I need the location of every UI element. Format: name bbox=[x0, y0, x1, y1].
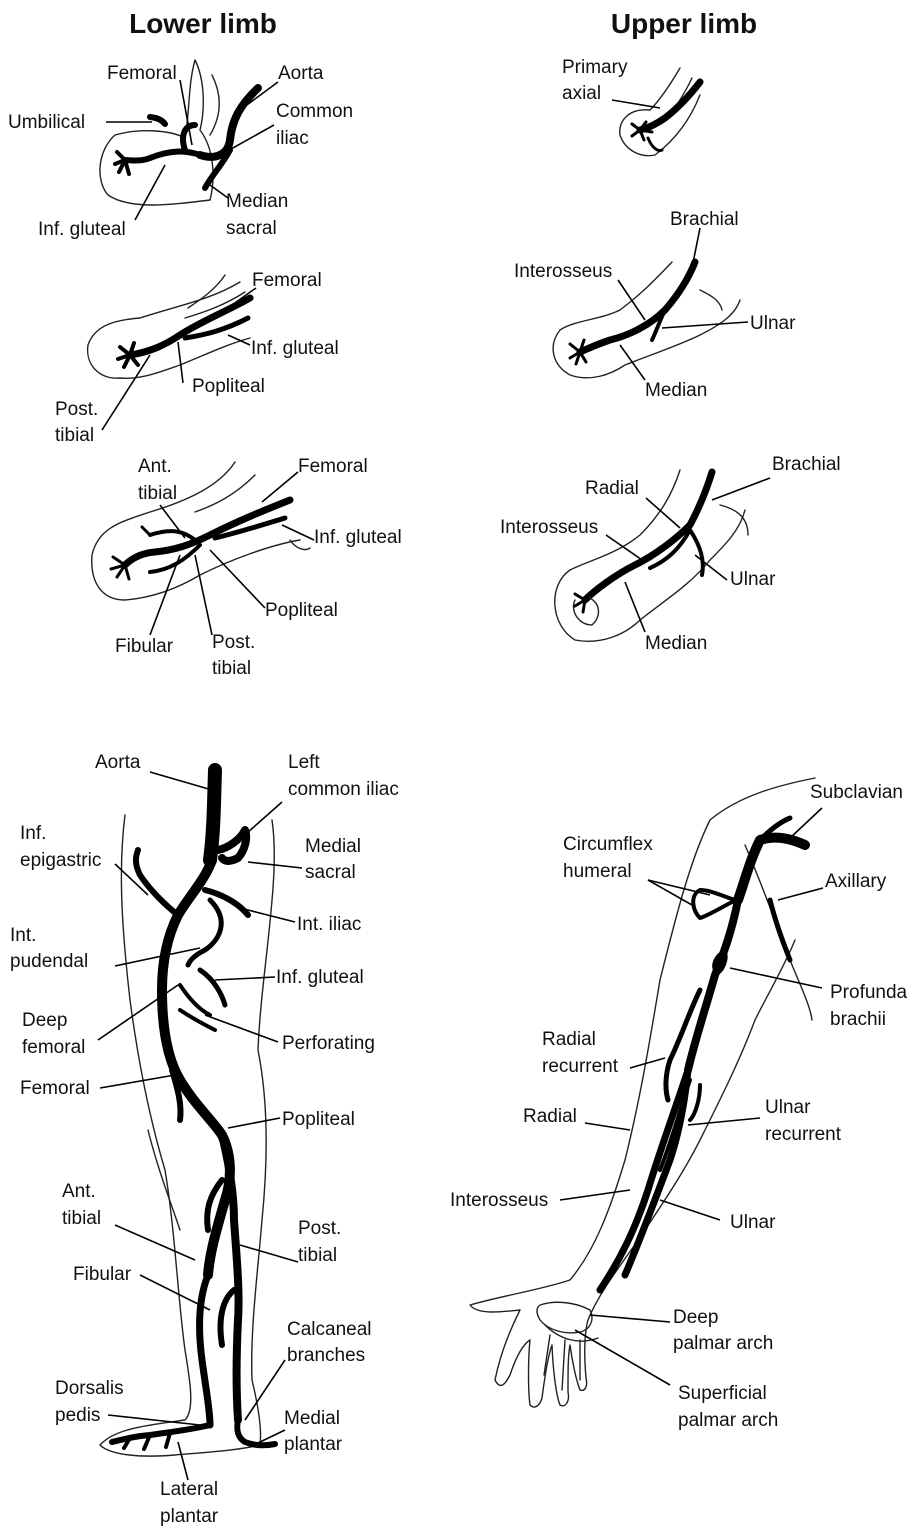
upper-s1-primary-axial-label-1: Primary bbox=[562, 57, 628, 78]
upper-adult-deep-palmar-arch-label-2: palmar arch bbox=[673, 1333, 773, 1354]
lower-s3-post-tibial-label-1: Post. bbox=[212, 632, 255, 653]
lower-s1-median-sacral-label-1: Median bbox=[226, 191, 288, 212]
upper-adult-ulnar-label: Ulnar bbox=[730, 1212, 776, 1233]
upper-adult-ulnar-recurrent-label-2: recurrent bbox=[765, 1124, 842, 1145]
lower-s3-fibular-label: Fibular bbox=[115, 636, 174, 657]
upper-stage-2-leaders bbox=[618, 228, 748, 380]
lower-s3-inf-gluteal-label: Inf. gluteal bbox=[314, 527, 402, 548]
upper-limb-stage-3-drawing bbox=[555, 470, 748, 641]
upper-adult-subclavian-label: Subclavian bbox=[810, 782, 903, 803]
lower-s2-post-tibial-label-1: Post. bbox=[55, 399, 98, 420]
lower-adult-post-tibial-label-1: Post. bbox=[298, 1218, 341, 1239]
lower-adult-perforating-label: Perforating bbox=[282, 1033, 375, 1054]
upper-adult-deep-palmar-arch-label-1: Deep bbox=[673, 1307, 718, 1328]
lower-adult-medial-plantar-label-2: plantar bbox=[284, 1434, 343, 1455]
lower-s3-post-tibial-label-2: tibial bbox=[212, 658, 251, 679]
lower-adult-popliteal-label: Popliteal bbox=[282, 1109, 355, 1130]
lower-s3-ant-tibial-label-1: Ant. bbox=[138, 456, 172, 477]
lower-adult-post-tibial-label-2: tibial bbox=[298, 1245, 337, 1266]
upper-adult-circumflex-humeral-label-2: humeral bbox=[563, 861, 632, 882]
lower-s3-ant-tibial-label-2: tibial bbox=[138, 483, 177, 504]
lower-adult-left-common-iliac-label-1: Left bbox=[288, 752, 320, 773]
upper-s3-ulnar-label: Ulnar bbox=[730, 569, 776, 590]
upper-s2-ulnar-label: Ulnar bbox=[750, 313, 796, 334]
lower-s1-common-iliac-label-1: Common bbox=[276, 101, 353, 122]
lower-adult-int-pudendal-label-2: pudendal bbox=[10, 951, 88, 972]
upper-adult-interosseus-label: Interosseus bbox=[450, 1190, 548, 1211]
upper-limb-title: Upper limb bbox=[611, 8, 757, 39]
lower-adult-calcaneal-branches-label-1: Calcaneal bbox=[287, 1319, 372, 1340]
upper-adult-radial-recurrent-label-1: Radial bbox=[542, 1029, 596, 1050]
lower-adult-dorsalis-pedis-label-2: pedis bbox=[55, 1405, 100, 1426]
lower-adult-ant-tibial-label-1: Ant. bbox=[62, 1181, 96, 1202]
lower-adult-lateral-plantar-label-1: Lateral bbox=[160, 1479, 218, 1500]
upper-s3-median-label: Median bbox=[645, 633, 707, 654]
lower-adult-int-iliac-label: Int. iliac bbox=[297, 914, 361, 935]
lower-adult-ant-tibial-label-2: tibial bbox=[62, 1208, 101, 1229]
upper-adult-superficial-palmar-arch-label-1: Superficial bbox=[678, 1383, 767, 1404]
lower-adult-left-common-iliac-label-2: common iliac bbox=[288, 779, 399, 800]
lower-adult-int-pudendal-label-1: Int. bbox=[10, 925, 36, 946]
upper-s1-leader bbox=[612, 100, 660, 108]
lower-adult-medial-plantar-label-1: Medial bbox=[284, 1408, 340, 1429]
lower-adult-calcaneal-branches-label-2: branches bbox=[287, 1345, 365, 1366]
upper-s2-median-label: Median bbox=[645, 380, 707, 401]
upper-limb-adult-drawing bbox=[470, 778, 815, 1407]
upper-s2-interosseus-label: Interosseus bbox=[514, 261, 612, 282]
lower-s1-femoral-label: Femoral bbox=[107, 63, 177, 84]
upper-s1-primary-axial-label-2: axial bbox=[562, 83, 601, 104]
upper-adult-radial-recurrent-label-2: recurrent bbox=[542, 1056, 619, 1077]
upper-adult-profunda-brachii-label-1: Profunda bbox=[830, 982, 908, 1003]
upper-limb-stage-1-drawing bbox=[620, 68, 700, 156]
lower-adult-deep-femoral-label-2: femoral bbox=[22, 1037, 85, 1058]
lower-adult-femoral-label: Femoral bbox=[20, 1078, 90, 1099]
upper-s3-radial-label: Radial bbox=[585, 478, 639, 499]
lower-adult-inf-epigastric-label-1: Inf. bbox=[20, 823, 46, 844]
upper-s3-brachial-label: Brachial bbox=[772, 454, 841, 475]
upper-adult-axillary-label: Axillary bbox=[825, 871, 887, 892]
lower-adult-medial-sacral-label-1: Medial bbox=[305, 836, 361, 857]
upper-adult-profunda-brachii-label-2: brachii bbox=[830, 1009, 886, 1030]
upper-adult-superficial-palmar-arch-label-2: palmar arch bbox=[678, 1410, 778, 1431]
lower-adult-lateral-plantar-label-2: plantar bbox=[160, 1506, 219, 1527]
lower-s2-post-tibial-label-2: tibial bbox=[55, 425, 94, 446]
lower-s1-inf-gluteal-label: Inf. gluteal bbox=[38, 219, 126, 240]
lower-adult-aorta-label: Aorta bbox=[95, 752, 141, 773]
lower-limb-title: Lower limb bbox=[129, 8, 277, 39]
lower-s1-common-iliac-label-2: iliac bbox=[276, 128, 309, 149]
lower-adult-deep-femoral-label-1: Deep bbox=[22, 1010, 67, 1031]
lower-s1-umbilical-label: Umbilical bbox=[8, 112, 85, 133]
lower-s2-popliteal-label: Popliteal bbox=[192, 376, 265, 397]
lower-limb-stage-2-drawing bbox=[88, 275, 250, 378]
upper-s2-brachial-label: Brachial bbox=[670, 209, 739, 230]
lower-s1-median-sacral-label-2: sacral bbox=[226, 218, 277, 239]
lower-limb-adult-drawing bbox=[100, 770, 275, 1456]
upper-stage-3-leaders bbox=[606, 478, 770, 632]
upper-adult-circumflex-humeral-label-1: Circumflex bbox=[563, 834, 653, 855]
lower-adult-inf-gluteal-label: Inf. gluteal bbox=[276, 967, 364, 988]
lower-s3-femoral-label: Femoral bbox=[298, 456, 368, 477]
lower-s1-aorta-label: Aorta bbox=[278, 63, 324, 84]
lower-adult-fibular-label: Fibular bbox=[73, 1264, 132, 1285]
upper-adult-ulnar-recurrent-label-1: Ulnar bbox=[765, 1097, 811, 1118]
lower-adult-medial-sacral-label-2: sacral bbox=[305, 862, 356, 883]
lower-s3-popliteal-label: Popliteal bbox=[265, 600, 338, 621]
lower-s2-inf-gluteal-label: Inf. gluteal bbox=[251, 338, 339, 359]
lower-s2-femoral-label: Femoral bbox=[252, 270, 322, 291]
upper-s3-interosseus-label: Interosseus bbox=[500, 517, 598, 538]
upper-adult-radial-label: Radial bbox=[523, 1106, 577, 1127]
lower-adult-dorsalis-pedis-label-1: Dorsalis bbox=[55, 1378, 124, 1399]
lower-adult-inf-epigastric-label-2: epigastric bbox=[20, 850, 101, 871]
